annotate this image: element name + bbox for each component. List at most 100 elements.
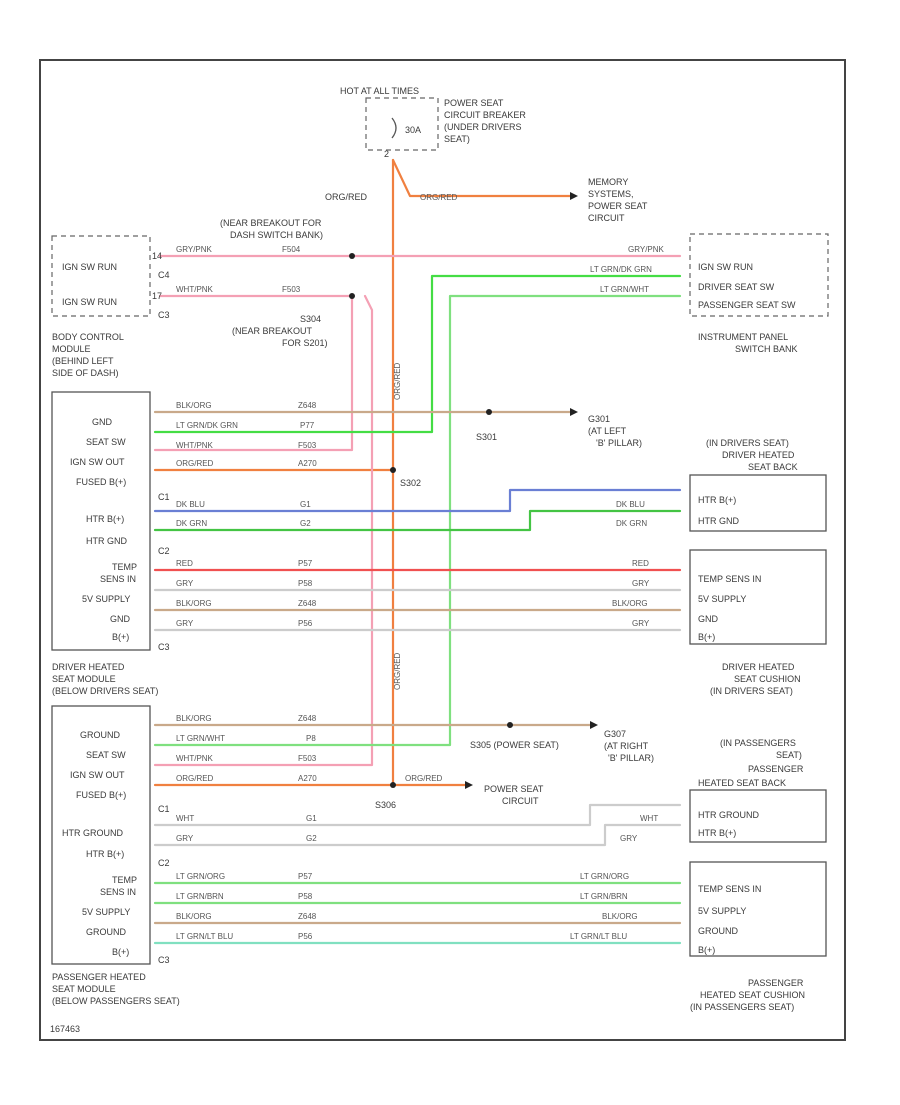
pc-desc-2: HEATED SEAT CUSHION xyxy=(700,990,805,1000)
wire-circuit-label: P58 xyxy=(298,579,313,588)
dm-pin-gnd2: GND xyxy=(110,614,131,624)
wire-color-label: GRY xyxy=(176,834,194,843)
wire-circuit-label: P57 xyxy=(298,559,313,568)
breaker-desc-1: POWER SEAT xyxy=(444,98,504,108)
wire-color-label: BLK/ORG xyxy=(602,912,638,921)
driver-back-box xyxy=(689,474,827,532)
dm-desc-1: DRIVER HEATED xyxy=(52,662,125,672)
wire-circuit-label: P56 xyxy=(298,619,313,628)
bcm-pin-17: 17 xyxy=(152,291,162,301)
dc-pin-temp: TEMP SENS IN xyxy=(698,574,761,584)
wire-color-label: RED xyxy=(176,559,193,568)
wire-color-label: LT GRN/ORG xyxy=(176,872,225,881)
wire-passenger-seat-sw xyxy=(153,294,682,747)
near-breakout-top-2: DASH SWITCH BANK) xyxy=(230,230,323,240)
pm-pin-ground: GROUND xyxy=(80,730,120,740)
wire-circuit-label: A270 xyxy=(298,459,317,468)
wire-passenger-htr-gnd xyxy=(153,803,682,827)
diagram-frame xyxy=(39,59,846,1041)
near-breakout-top-1: (NEAR BREAKOUT FOR xyxy=(220,218,322,228)
passenger-back-box xyxy=(689,789,827,843)
ground-g307-1: G307 xyxy=(604,729,626,739)
wire-color-label: GRY xyxy=(176,619,194,628)
dc-desc-3: (IN DRIVERS SEAT) xyxy=(710,686,793,696)
dc-desc-2: SEAT CUSHION xyxy=(734,674,801,684)
dm-pin-fused-b: FUSED B(+) xyxy=(76,477,126,487)
wire-color-label: LT GRN/BRN xyxy=(176,892,224,901)
dm-c2: C2 xyxy=(158,546,170,556)
dm-pin-temp: TEMP xyxy=(112,562,137,572)
wire-color-label: ORG/RED xyxy=(405,774,443,783)
dc-pin-b: B(+) xyxy=(698,632,715,642)
memory-desc-2: SYSTEMS, xyxy=(588,189,634,199)
dc-pin-gnd: GND xyxy=(698,614,719,624)
splice-dot xyxy=(349,293,355,299)
wire-circuit-label: Z648 xyxy=(298,912,317,921)
wire-color-label: GRY/PNK xyxy=(628,245,665,254)
dm-pin-b: B(+) xyxy=(112,632,129,642)
breaker-amp-label: 30A xyxy=(405,125,421,135)
bcm-c4: C4 xyxy=(158,270,170,280)
wire-color-label: BLK/ORG xyxy=(176,401,212,410)
pm-desc-3: (BELOW PASSENGERS SEAT) xyxy=(52,996,180,1006)
pm-c1: C1 xyxy=(158,804,170,814)
wire-color-label: DK BLU xyxy=(176,500,205,509)
pm-pin-fused-b: FUSED B(+) xyxy=(76,790,126,800)
dm-c1: C1 xyxy=(158,492,170,502)
hot-at-all-times-label: HOT AT ALL TIMES xyxy=(340,86,419,96)
pm-pin-b: B(+) xyxy=(112,947,129,957)
pm-pin-temp: TEMP xyxy=(112,875,137,885)
dm-c3: C3 xyxy=(158,642,170,652)
wire-pink-vertical-1 xyxy=(153,294,354,452)
pb-desc-4: HEATED SEAT BACK xyxy=(698,778,786,788)
org-red-top-label: ORG/RED xyxy=(325,192,368,202)
breaker-desc-3: (UNDER DRIVERS xyxy=(444,122,522,132)
wire-circuit-label: P56 xyxy=(298,932,313,941)
wire-circuit-label: G2 xyxy=(306,834,317,843)
splice-s301-label: S301 xyxy=(476,432,497,442)
wire-circuit-label: G1 xyxy=(306,814,317,823)
wire-color-label: LT GRN/DK GRN xyxy=(176,421,238,430)
wire-circuit-label: F503 xyxy=(298,441,317,450)
driver-module-box xyxy=(51,391,151,651)
wire-color-label: WHT/PNK xyxy=(176,754,214,763)
circuit-breaker-box xyxy=(365,97,439,151)
wire-color-label: WHT/PNK xyxy=(176,441,214,450)
wire-circuit-label: F503 xyxy=(298,754,317,763)
pc-pin-ground: GROUND xyxy=(698,926,738,936)
wire-circuit-label: A270 xyxy=(298,774,317,783)
wire-color-label: GRY xyxy=(632,619,650,628)
wire-color-label: GRY/PNK xyxy=(176,245,213,254)
pb-pin-htr-ground: HTR GROUND xyxy=(698,810,759,820)
ground-arrow-icon xyxy=(590,721,598,729)
driver-cushion-box xyxy=(689,549,827,645)
diagram-code: 167463 xyxy=(50,1024,80,1034)
passenger-heated-seat-cushion: TEMP SENS IN 5V SUPPLY GROUND B(+) PASSE… xyxy=(689,861,827,1012)
dc-desc-1: DRIVER HEATED xyxy=(722,662,795,672)
db-desc-3: SEAT BACK xyxy=(748,462,798,472)
wire-color-label: GRY xyxy=(176,579,194,588)
near-breakout-bot-2: (NEAR BREAKOUT xyxy=(232,326,313,336)
wire-color-label: GRY xyxy=(620,834,638,843)
pc-pin-temp: TEMP SENS IN xyxy=(698,884,761,894)
pm-c2: C2 xyxy=(158,858,170,868)
wire-passenger-htr-b xyxy=(153,823,682,847)
org-red-memory-label: ORG/RED xyxy=(420,193,458,202)
splice-dot xyxy=(390,467,396,473)
wire-color-label: ORG/RED xyxy=(176,774,214,783)
dm-pin-htr-b: HTR B(+) xyxy=(86,514,124,524)
wire-color-label: WHT xyxy=(176,814,194,823)
ip-pin-passenger-seat-sw: PASSENGER SEAT SW xyxy=(698,300,796,310)
ip-switch-bank-box xyxy=(689,233,829,317)
ip-pin-ign-run: IGN SW RUN xyxy=(698,262,753,272)
org-red-vertical-1: ORG/RED xyxy=(393,362,402,400)
pc-desc-1: PASSENGER xyxy=(748,978,804,988)
db-pin-htr-gnd: HTR GND xyxy=(698,516,739,526)
ground-g301-1: G301 xyxy=(588,414,610,424)
pb-desc-2: SEAT) xyxy=(776,750,802,760)
dm-pin-seat-sw: SEAT SW xyxy=(86,437,126,447)
wire-color-label: LT GRN/LT BLU xyxy=(570,932,627,941)
wire-color-label: LT GRN/LT BLU xyxy=(176,932,233,941)
wire-color-label: BLK/ORG xyxy=(176,714,212,723)
